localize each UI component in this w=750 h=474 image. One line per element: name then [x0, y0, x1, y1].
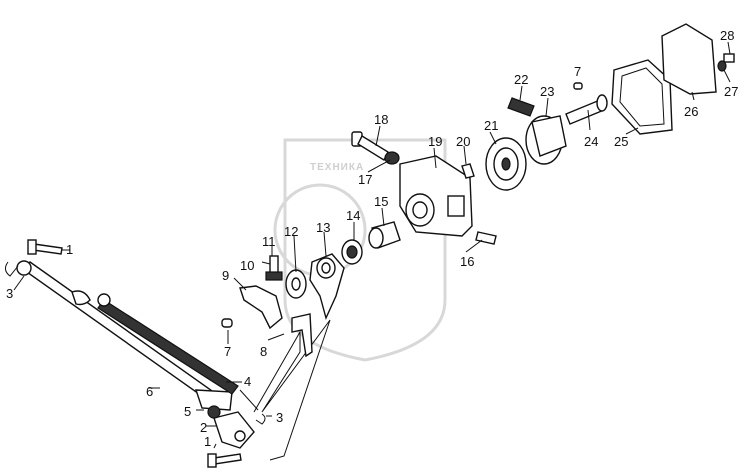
pulley — [485, 137, 527, 191]
label-1-top: 1 — [66, 242, 73, 257]
small-spring — [507, 97, 535, 117]
label-9: 9 — [222, 268, 229, 283]
tensioner-arm — [309, 253, 345, 321]
label-19: 19 — [428, 134, 442, 149]
label-26: 26 — [684, 104, 698, 119]
watermark-text: ТЕХНИКА — [310, 162, 364, 173]
label-14: 14 — [346, 208, 360, 223]
rod — [16, 260, 233, 411]
label-22: 22 — [514, 72, 528, 87]
label-18: 18 — [374, 112, 388, 127]
bolt-10 — [265, 255, 283, 281]
clevis — [207, 405, 255, 449]
nut — [384, 151, 400, 165]
shaft — [565, 94, 608, 125]
bolt-top — [27, 239, 63, 255]
label-16: 16 — [460, 254, 474, 269]
bushing — [368, 221, 401, 249]
leader-lines — [13, 41, 731, 449]
label-11: 11 — [262, 234, 276, 249]
cotter-pin-2 — [255, 413, 266, 425]
label-7-right: 7 — [574, 64, 581, 79]
cotter-pin — [4, 261, 19, 277]
label-21: 21 — [484, 118, 498, 133]
bolt-bottom — [207, 453, 242, 468]
washer-27 — [717, 60, 727, 72]
label-6: 6 — [146, 384, 153, 399]
label-24: 24 — [584, 134, 598, 149]
cover — [661, 23, 717, 95]
gasket-inner — [619, 67, 665, 127]
part-labels: 1 3 6 4 5 2 1 3 7 8 9 10 11 12 13 14 15 … — [6, 28, 738, 449]
spring — [97, 293, 259, 411]
bolt-28 — [723, 53, 735, 63]
bolt-18 — [351, 131, 389, 161]
label-5: 5 — [184, 404, 191, 419]
housing — [399, 155, 473, 237]
label-7-left: 7 — [224, 344, 231, 359]
label-15: 15 — [374, 194, 388, 209]
pin — [461, 163, 475, 179]
bearing — [341, 239, 363, 265]
label-4: 4 — [244, 374, 251, 389]
label-1-bottom: 1 — [204, 434, 211, 449]
clamp-band — [525, 115, 567, 165]
lever — [239, 285, 283, 330]
label-13: 13 — [316, 220, 330, 235]
label-17: 17 — [358, 172, 372, 187]
cable — [253, 319, 331, 461]
label-25: 25 — [614, 134, 628, 149]
label-3-right: 3 — [276, 410, 283, 425]
label-2: 2 — [200, 420, 207, 435]
label-12: 12 — [284, 224, 298, 239]
key-2 — [573, 82, 583, 90]
label-23: 23 — [540, 84, 554, 99]
label-20: 20 — [456, 134, 470, 149]
label-3-left: 3 — [6, 286, 13, 301]
key — [221, 318, 233, 328]
label-27: 27 — [724, 84, 738, 99]
washer — [285, 269, 307, 299]
label-8: 8 — [260, 344, 267, 359]
label-28: 28 — [720, 28, 734, 43]
bracket — [291, 313, 313, 358]
label-10: 10 — [240, 258, 254, 273]
